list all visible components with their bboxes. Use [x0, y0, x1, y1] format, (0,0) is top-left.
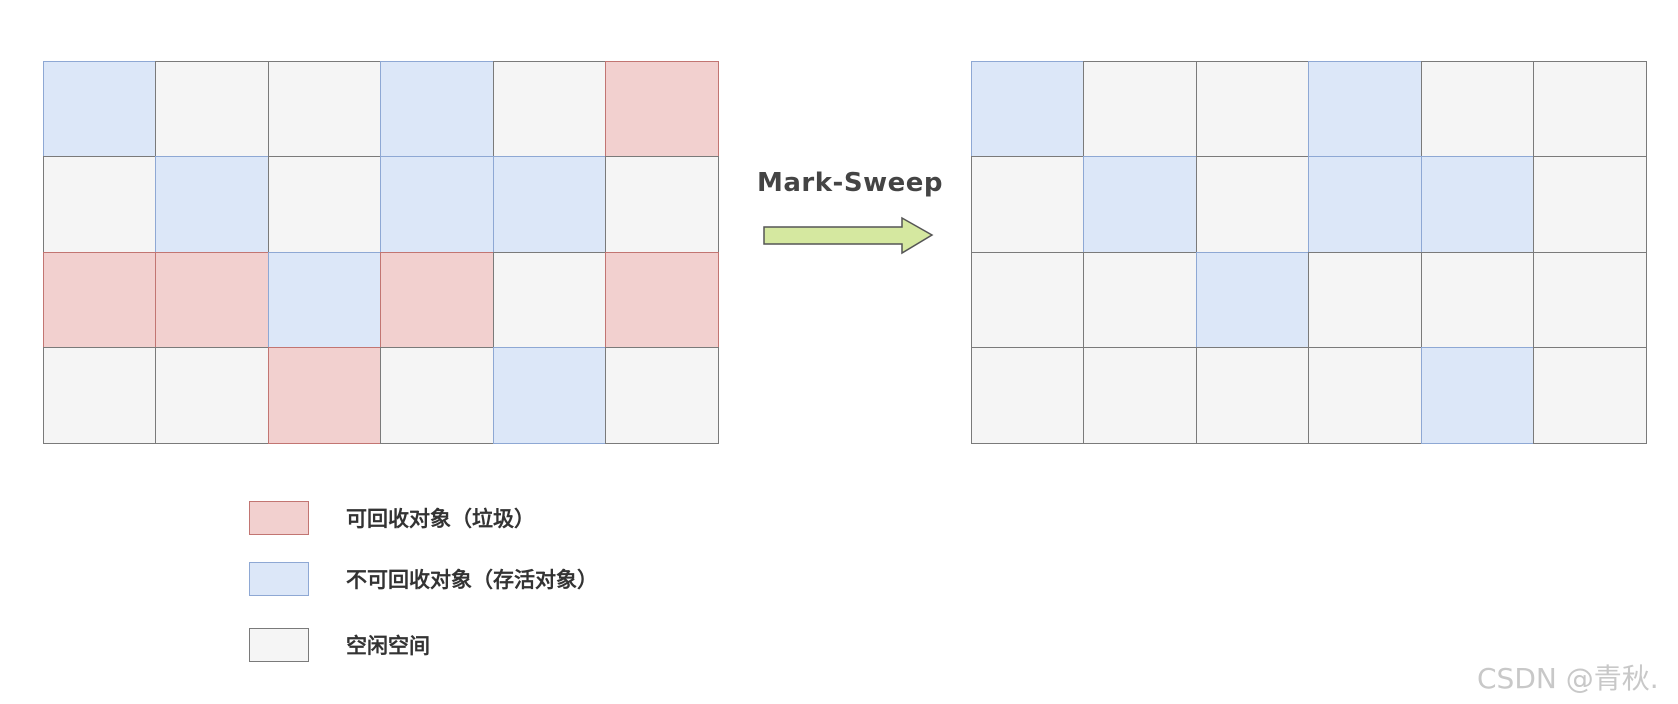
legend-swatch-blue — [249, 562, 309, 596]
algorithm-label: Mark-Sweep — [757, 168, 943, 198]
free-cell — [970, 251, 1084, 348]
free-cell — [1533, 251, 1647, 348]
live-object-cell — [1420, 347, 1534, 444]
free-cell — [1195, 156, 1309, 253]
heap-before-grid — [42, 60, 719, 444]
free-cell — [1083, 347, 1197, 444]
free-cell — [380, 347, 494, 444]
free-cell — [970, 156, 1084, 253]
free-cell — [1533, 347, 1647, 444]
free-cell — [1420, 251, 1534, 348]
live-object-cell — [492, 156, 606, 253]
legend-item-live: 不可回收对象（存活对象） — [249, 562, 598, 596]
free-cell — [42, 347, 156, 444]
free-cell — [1083, 251, 1197, 348]
garbage-cell — [380, 251, 494, 348]
free-cell — [267, 60, 381, 157]
garbage-cell — [267, 347, 381, 444]
live-object-cell — [1083, 156, 1197, 253]
free-cell — [1308, 347, 1422, 444]
free-cell — [1083, 60, 1197, 157]
live-object-cell — [1308, 156, 1422, 253]
free-cell — [492, 60, 606, 157]
free-cell — [1195, 60, 1309, 157]
live-object-cell — [42, 60, 156, 157]
free-cell — [1308, 251, 1422, 348]
free-cell — [492, 251, 606, 348]
right-arrow-icon — [763, 216, 934, 255]
free-cell — [1533, 60, 1647, 157]
live-object-cell — [1308, 60, 1422, 157]
garbage-cell — [605, 251, 719, 348]
free-cell — [605, 156, 719, 253]
garbage-cell — [155, 251, 269, 348]
heap-after-grid — [970, 60, 1647, 444]
live-object-cell — [492, 347, 606, 444]
free-cell — [1420, 60, 1534, 157]
free-cell — [970, 347, 1084, 444]
free-cell — [605, 347, 719, 444]
live-object-cell — [1420, 156, 1534, 253]
live-object-cell — [1195, 251, 1309, 348]
legend-swatch-red — [249, 501, 309, 535]
garbage-cell — [42, 251, 156, 348]
free-cell — [1533, 156, 1647, 253]
legend-item-garbage: 可回收对象（垃圾） — [249, 501, 535, 535]
legend-label: 不可回收对象（存活对象） — [346, 568, 598, 592]
watermark: CSDN @青秋. — [1477, 662, 1659, 695]
legend-label: 可回收对象（垃圾） — [346, 507, 535, 531]
free-cell — [155, 60, 269, 157]
free-cell — [267, 156, 381, 253]
free-cell — [42, 156, 156, 253]
live-object-cell — [267, 251, 381, 348]
legend-swatch-gray — [249, 628, 309, 662]
live-object-cell — [380, 156, 494, 253]
free-cell — [1195, 347, 1309, 444]
free-cell — [155, 347, 269, 444]
live-object-cell — [970, 60, 1084, 157]
legend-label: 空闲空间 — [346, 634, 430, 658]
legend-item-free: 空闲空间 — [249, 628, 430, 662]
live-object-cell — [380, 60, 494, 157]
garbage-cell — [605, 60, 719, 157]
live-object-cell — [155, 156, 269, 253]
